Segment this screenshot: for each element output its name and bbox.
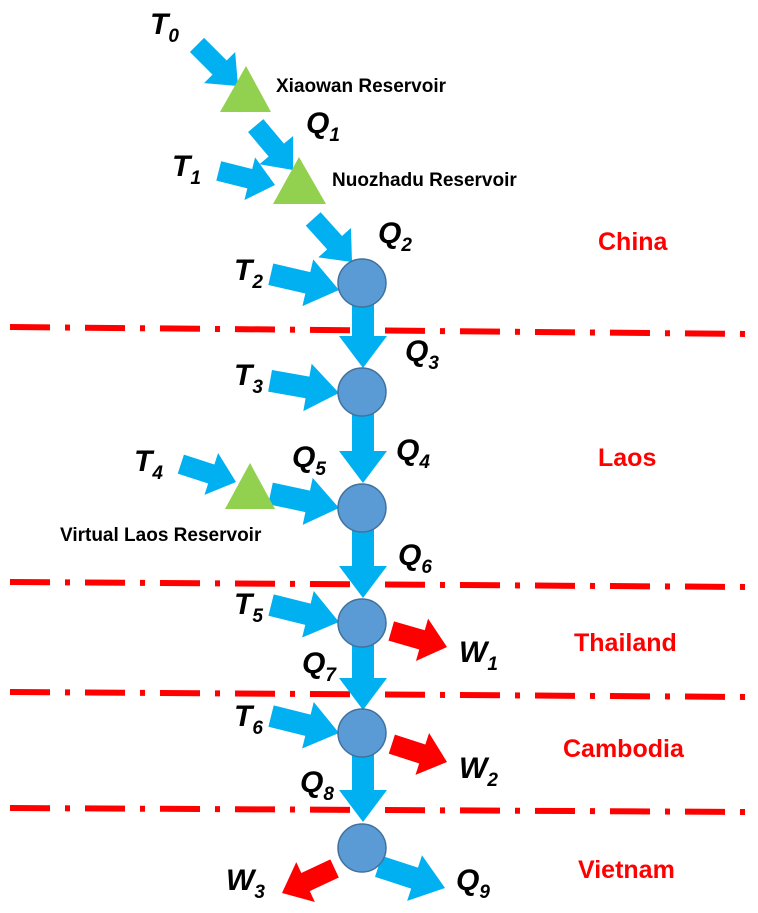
- label-q1: Q1: [306, 107, 340, 146]
- label-country-vietnam: Vietnam: [578, 856, 675, 884]
- label-q1-sub: 1: [329, 125, 340, 146]
- flow-arrow-q4: [339, 413, 387, 483]
- withdrawal-arrow-w3: [272, 848, 344, 913]
- reservoir-nuozhadu: [273, 157, 326, 204]
- label-t2-sub: 2: [251, 272, 263, 293]
- label-q6: Q6: [398, 539, 432, 578]
- label-t4-sub: 4: [151, 463, 163, 484]
- label-t4: T4: [134, 445, 163, 484]
- reservoirs: [220, 66, 326, 509]
- label-q7-sub: 7: [325, 665, 337, 686]
- label-t0-base: T: [150, 8, 171, 41]
- label-q1-base: Q: [306, 107, 329, 140]
- label-w1-base: W: [459, 636, 490, 669]
- node-thailand: [337, 598, 387, 648]
- flow-arrow-q5: [265, 469, 344, 532]
- label-q3-base: Q: [405, 335, 428, 368]
- label-q8-base: Q: [300, 766, 323, 799]
- label-q2-base: Q: [378, 217, 401, 250]
- label-t6-sub: 6: [252, 718, 263, 739]
- label-t3-base: T: [234, 359, 255, 392]
- label-country-laos: Laos: [598, 444, 656, 472]
- label-nuozhadu-reservoir: Nuozhadu Reservoir: [332, 170, 517, 191]
- label-q8: Q8: [300, 766, 334, 805]
- label-country-thailand: Thailand: [574, 629, 677, 657]
- reservoir-virtual-laos: [225, 463, 275, 509]
- label-t5-sub: 5: [252, 606, 263, 627]
- label-q7: Q7: [302, 647, 337, 686]
- label-w2: W2: [459, 752, 498, 791]
- label-country-china: China: [598, 228, 669, 256]
- river-nodes: [337, 258, 387, 873]
- node-cambodia: [337, 708, 387, 758]
- label-q3: Q3: [405, 335, 439, 374]
- label-w2-base: W: [459, 752, 490, 785]
- node-vietnam: [337, 823, 387, 873]
- label-q4-base: Q: [396, 434, 419, 467]
- label-t1-sub: 1: [190, 168, 201, 189]
- label-q6-base: Q: [398, 539, 421, 572]
- label-w3-sub: 3: [254, 882, 265, 903]
- label-q3-sub: 3: [428, 353, 439, 374]
- label-q8-sub: 8: [323, 784, 334, 805]
- label-t6-base: T: [234, 700, 255, 733]
- flow-arrow-t2: [265, 250, 345, 314]
- country-borders: [9, 324, 751, 815]
- label-q9-base: Q: [456, 864, 479, 897]
- label-xiaowan-reservoir: Xiaowan Reservoir: [276, 76, 447, 97]
- label-w3-base: W: [226, 864, 257, 897]
- label-w1: W1: [459, 636, 498, 675]
- flow-arrow-q7: [339, 640, 387, 710]
- label-t5-base: T: [234, 588, 255, 621]
- label-country-cambodia: Cambodia: [563, 735, 685, 763]
- label-q6-sub: 6: [421, 557, 432, 578]
- label-q2: Q2: [378, 217, 412, 256]
- label-t0-sub: 0: [168, 26, 179, 47]
- border-cambodia-vietnam: [9, 805, 751, 815]
- label-w2-sub: 2: [486, 770, 498, 791]
- label-q5-base: Q: [292, 441, 315, 474]
- label-t2-base: T: [234, 254, 255, 287]
- label-q9: Q9: [456, 864, 490, 903]
- node-china: [337, 258, 387, 308]
- node-laos-2: [337, 483, 387, 533]
- label-q7-base: Q: [302, 647, 325, 680]
- label-w1-sub: 1: [487, 654, 498, 675]
- label-virtual-laos-reservoir: Virtual Laos Reservoir: [60, 525, 262, 546]
- label-q5-sub: 5: [315, 459, 326, 480]
- label-t3: T3: [234, 359, 263, 398]
- label-q9-sub: 9: [479, 882, 490, 903]
- node-laos-1: [337, 367, 387, 417]
- label-t5: T5: [234, 588, 263, 627]
- label-t2: T2: [234, 254, 263, 293]
- label-t6: T6: [234, 700, 263, 739]
- label-t1-base: T: [172, 150, 193, 183]
- withdrawal-arrow-w1: [385, 609, 454, 669]
- flow-arrow-t4: [174, 443, 243, 503]
- flow-arrow-t5: [265, 581, 345, 646]
- label-t0: T0: [150, 8, 179, 47]
- label-q4: Q4: [396, 434, 430, 473]
- reservoir-xiaowan: [220, 66, 271, 112]
- label-q5: Q5: [292, 441, 326, 480]
- label-t1: T1: [172, 150, 201, 189]
- variable-labels: T0 Q1 T1 Q2 T2 Q3 T3 Q4 T4 Q5 Q6 T5 W1 Q…: [134, 8, 498, 903]
- flow-arrow-t6: [265, 692, 345, 757]
- border-china-laos: [9, 324, 751, 337]
- border-thailand-cambodia: [9, 689, 751, 700]
- border-laos-thailand: [9, 579, 751, 590]
- label-q2-sub: 2: [400, 235, 412, 256]
- withdrawal-arrow-w2: [385, 723, 454, 783]
- label-q4-sub: 4: [418, 452, 430, 473]
- flow-arrow-q6: [339, 528, 387, 598]
- label-t3-sub: 3: [252, 377, 263, 398]
- label-w3: W3: [226, 864, 265, 903]
- label-t4-base: T: [134, 445, 155, 478]
- flow-arrow-t3: [265, 357, 344, 417]
